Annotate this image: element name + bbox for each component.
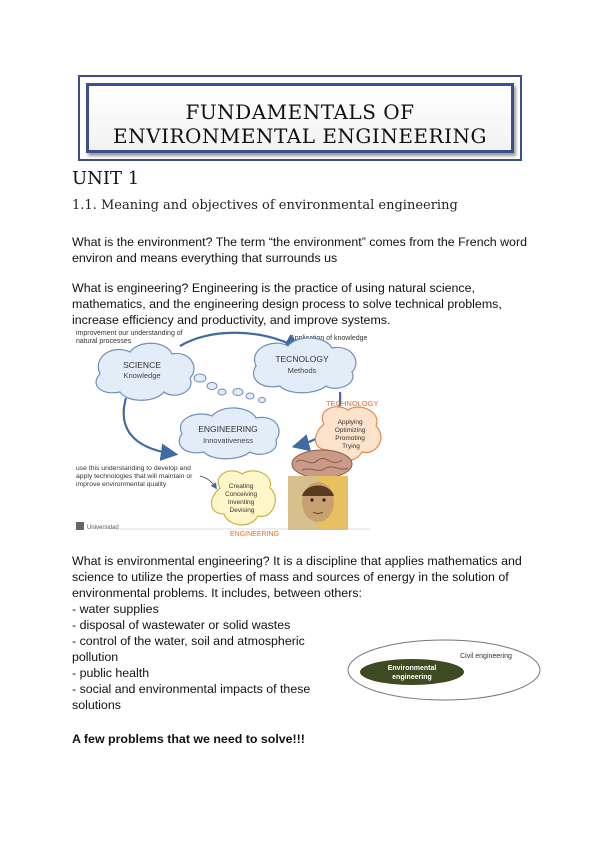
paragraph-environment: What is the environment? The term “the e…	[72, 234, 542, 266]
list-item: pollution	[72, 650, 119, 664]
logo-text: Universidad	[87, 525, 119, 531]
arrow-science-to-engineering	[122, 397, 179, 461]
technology-subtitle: Methods	[288, 366, 317, 375]
technology-actions-cloud: Applying Optimizing Promoting Trying	[314, 406, 382, 462]
paragraph-line: environ and means everything that surrou…	[72, 251, 338, 265]
paragraph-line: science to utilize the properties of mas…	[72, 570, 509, 584]
university-logo: Universidad	[76, 522, 119, 531]
thought-bubbles	[193, 373, 266, 403]
engineering-actions-cloud: Creating Conceiving Inventing Devising	[210, 470, 276, 526]
science-technology-engineering-diagram: improvement our understanding of natural…	[76, 330, 382, 538]
engineering-actions: Creating Conceiving Inventing Devising	[225, 483, 259, 514]
arrow-science-to-technology	[179, 331, 302, 351]
arrow-note-to-actions	[199, 475, 217, 490]
document-title: FUNDAMENTALS OF ENVIRONMENTAL ENGINEERIN…	[89, 100, 511, 148]
technology-tag: TECHNOLOGY	[326, 399, 379, 408]
paragraph-line: What is the environment? The term “the e…	[72, 235, 527, 249]
portrait-image	[288, 476, 348, 530]
diagram-note-top-right: Application of knowledge	[290, 335, 368, 342]
scope-list: - water supplies - disposal of wastewate…	[72, 601, 310, 713]
list-item: - disposal of wastewater or solid wastes	[72, 618, 291, 632]
technology-cloud: TECNOLOGY Methods	[252, 337, 357, 394]
environmental-engineering-label-2: engineering	[392, 674, 432, 681]
paragraph-environmental-engineering: What is environmental engineering? It is…	[72, 553, 542, 601]
list-item: - public health	[72, 666, 150, 680]
list-item: - water supplies	[72, 602, 159, 616]
science-cloud: SCIENCE Knowledge	[95, 342, 195, 401]
technology-title: TECNOLOGY	[275, 354, 329, 364]
science-title: SCIENCE	[123, 360, 161, 370]
civil-engineering-label: Civil engineering	[460, 653, 512, 660]
unit-heading: UNIT 1	[72, 168, 140, 189]
diagram-note-bottom-left: use this understanding to develop and ap…	[76, 465, 194, 488]
title-line-1: FUNDAMENTALS OF	[185, 100, 415, 124]
paragraph-line: environmental problems. It includes, bet…	[72, 586, 362, 600]
title-box: FUNDAMENTALS OF ENVIRONMENTAL ENGINEERIN…	[78, 75, 522, 161]
civil-environmental-ellipse-diagram: Civil engineering Environmental engineer…	[347, 639, 541, 701]
engineering-tag: ENGINEERING	[230, 531, 279, 538]
list-item: - social and environmental impacts of th…	[72, 682, 311, 696]
paragraph-line: increase efficiency and productivity, an…	[72, 313, 391, 327]
list-item: solutions	[72, 698, 121, 712]
title-line-2: ENVIRONMENTAL ENGINEERING	[113, 124, 487, 148]
engineering-title: ENGINEERING	[198, 424, 258, 434]
paragraph-engineering: What is engineering? Engineering is the …	[72, 280, 542, 328]
diagram-note-top-left: improvement our understanding of natural…	[76, 330, 185, 345]
paragraph-line: What is engineering? Engineering is the …	[72, 281, 475, 295]
paragraph-line: mathematics, and the engineering design …	[72, 297, 502, 311]
environmental-engineering-ellipse	[360, 659, 464, 685]
environmental-engineering-label-1: Environmental	[388, 665, 437, 672]
technology-actions: Applying Optimizing Promoting Trying	[335, 419, 368, 450]
engineering-subtitle: Innovativeness	[203, 436, 253, 445]
paragraph-line: What is environmental engineering? It is…	[72, 554, 522, 568]
problems-heading: A few problems that we need to solve!!!	[72, 732, 305, 746]
title-inner-frame: FUNDAMENTALS OF ENVIRONMENTAL ENGINEERIN…	[86, 83, 514, 153]
science-subtitle: Knowledge	[123, 371, 160, 380]
section-heading: 1.1. Meaning and objectives of environme…	[72, 198, 458, 213]
engineering-cloud: ENGINEERING Innovativeness	[178, 407, 280, 460]
list-item: - control of the water, soil and atmosph…	[72, 634, 305, 648]
brain-icon	[291, 449, 353, 479]
civil-engineering-ellipse	[347, 639, 541, 701]
